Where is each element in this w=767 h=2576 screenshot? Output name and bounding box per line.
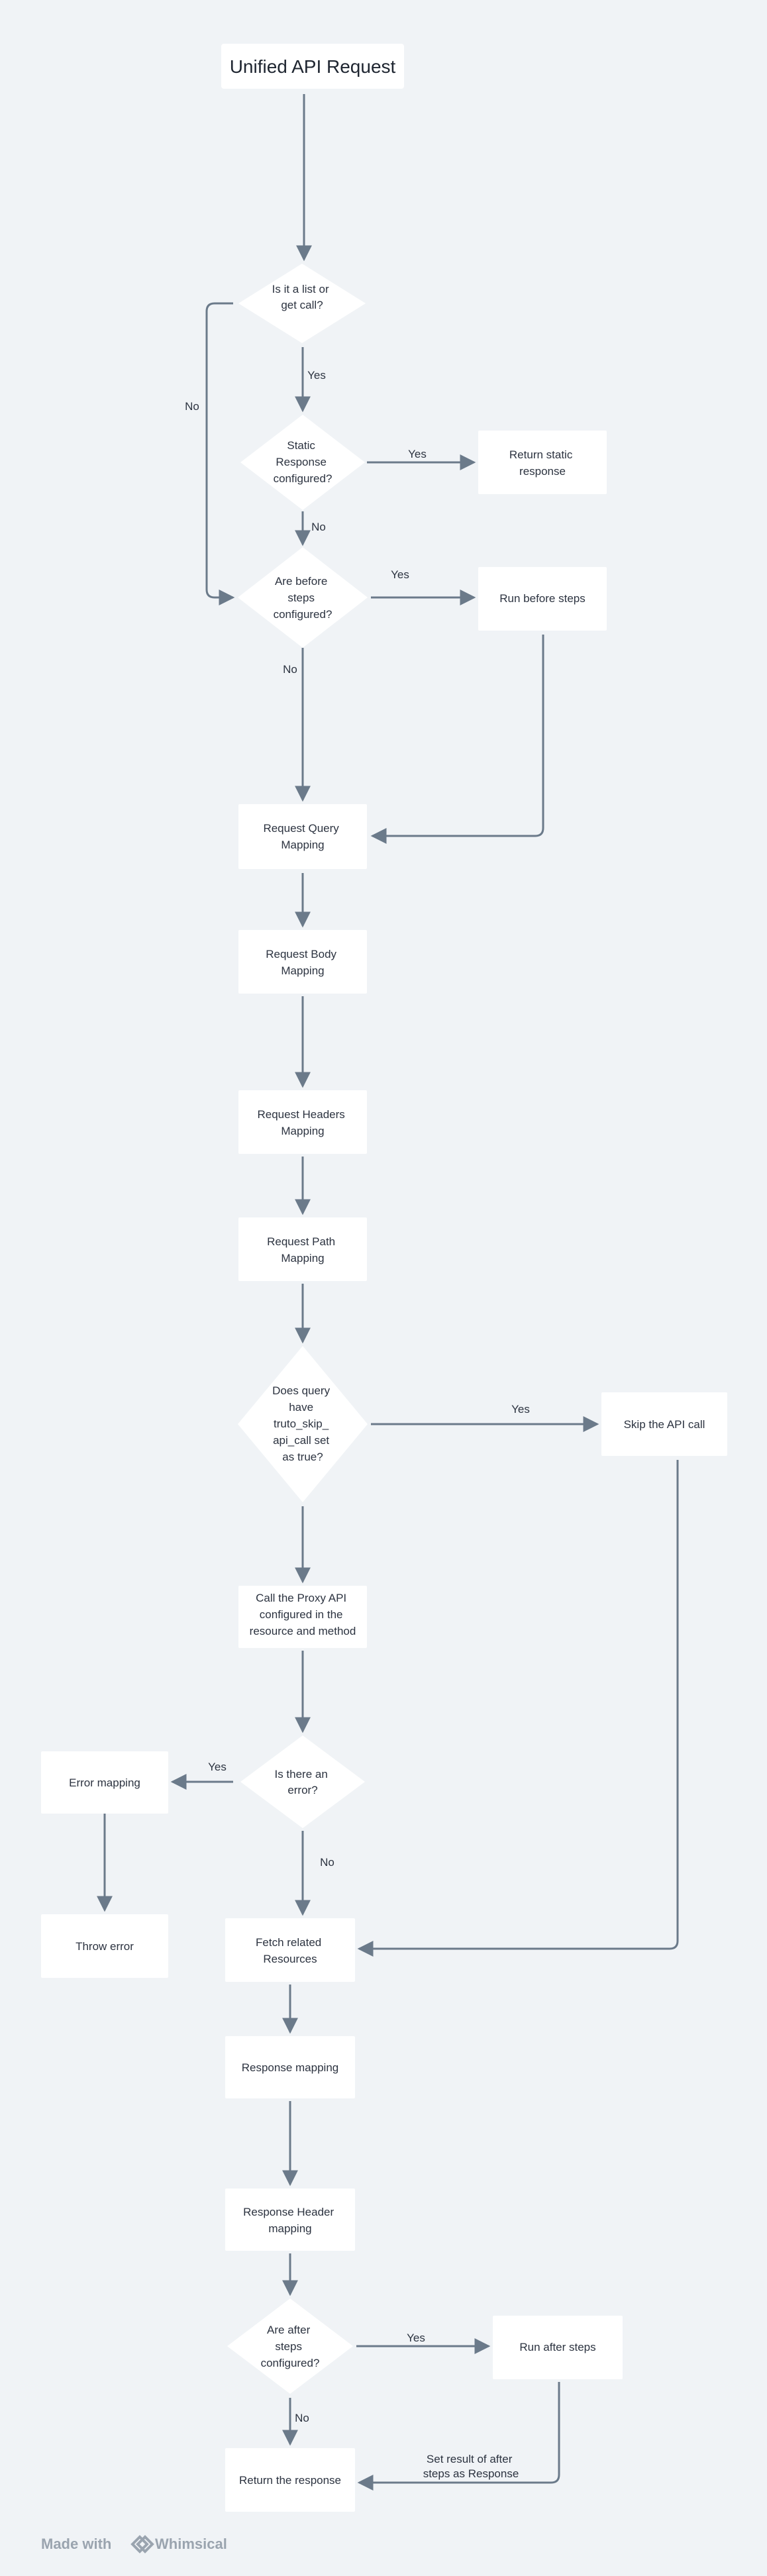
node-label: Does query have truto_skip_ api_call set…	[272, 1384, 333, 1463]
node-shape	[238, 930, 367, 994]
node-throw-error[interactable]: Throw error	[41, 1914, 168, 1978]
node-decision-before-steps[interactable]: Are before steps configured?	[238, 547, 368, 648]
node-decision-error[interactable]: Is there an error?	[240, 1735, 365, 1828]
node-label: Are before steps configured?	[274, 575, 332, 621]
node-return-response[interactable]: Return the response	[225, 2448, 355, 2512]
node-label: Fetch related Resources	[256, 1936, 325, 1965]
node-shape	[225, 2448, 355, 2512]
edge-label-yes-after: Yes	[407, 2332, 425, 2344]
node-shape	[493, 2316, 623, 2379]
node-shape	[238, 1217, 367, 1281]
node-call-proxy-api[interactable]: Call the Proxy API configured in the res…	[238, 1586, 367, 1648]
node-response-header-mapping[interactable]: Response Header mapping	[225, 2189, 355, 2251]
edge-label-no-error: No	[320, 1856, 334, 1869]
node-shape	[238, 1090, 367, 1154]
node-request-headers-mapping[interactable]: Request Headers Mapping	[238, 1090, 367, 1154]
node-label: Request Path Mapping	[267, 1235, 338, 1264]
node-shape	[225, 1918, 355, 1982]
node-error-mapping[interactable]: Error mapping	[41, 1751, 168, 1814]
edge-skip-api-to-fetch	[357, 1460, 679, 1957]
edge-run-before-to-query	[370, 635, 544, 844]
node-label: Is there an error?	[274, 1768, 331, 1796]
node-label: Error mapping	[69, 1777, 140, 1789]
edges	[97, 94, 679, 2491]
edge-label-yes-skip: Yes	[511, 1403, 530, 1416]
node-shape	[478, 567, 607, 631]
node-shape	[478, 431, 607, 494]
node-label: Response mapping	[242, 2061, 338, 2074]
node-shape	[41, 1751, 168, 1814]
node-label: Skip the API call	[624, 1418, 705, 1431]
edge-label-no-after: No	[295, 2412, 309, 2424]
node-shape	[41, 1914, 168, 1978]
node-label: Return the response	[239, 2474, 341, 2487]
node-label: Throw error	[76, 1940, 134, 1953]
node-label: Are after steps configured?	[261, 2324, 320, 2369]
node-shape	[240, 415, 365, 510]
edge-label-yes-before: Yes	[391, 568, 409, 581]
node-label: Is it a list or get call?	[272, 283, 332, 311]
node-label: Request Body Mapping	[266, 948, 340, 977]
made-with-text: Made with	[41, 2536, 111, 2552]
node-shape	[238, 1346, 368, 1502]
node-response-mapping[interactable]: Response mapping	[225, 2036, 355, 2098]
node-return-static[interactable]: Return static response	[478, 431, 607, 494]
node-shape	[240, 1735, 365, 1828]
node-label: Run before steps	[499, 592, 585, 605]
node-request-query-mapping[interactable]: Request Query Mapping	[238, 804, 367, 869]
node-skip-api-call[interactable]: Skip the API call	[601, 1392, 727, 1456]
edge-label-set-result: Set result of after steps as Response	[423, 2453, 519, 2480]
node-start[interactable]: Unified API Request	[221, 44, 404, 89]
edge-label-no-list: No	[185, 400, 199, 413]
edge-label-yes-static: Yes	[408, 448, 427, 460]
node-label: Unified API Request	[230, 56, 396, 77]
edge-run-after-to-return	[357, 2382, 560, 2491]
node-label: Request Headers Mapping	[257, 1108, 348, 1137]
whimsical-logo-icon	[130, 2535, 154, 2553]
node-shape	[238, 1586, 367, 1648]
node-shape	[238, 804, 367, 869]
edge-label-no-before: No	[283, 663, 297, 676]
node-shape	[238, 547, 368, 648]
node-run-after-steps[interactable]: Run after steps	[493, 2316, 623, 2379]
node-shape	[238, 264, 366, 343]
edge-label-yes-list: Yes	[307, 369, 326, 382]
node-run-before-steps[interactable]: Run before steps	[478, 567, 607, 631]
node-shape	[225, 2189, 355, 2251]
node-shape	[225, 2036, 355, 2098]
footer-made-with-whimsical[interactable]: Made with Whimsical	[41, 2535, 227, 2553]
node-decision-skip-api-call[interactable]: Does query have truto_skip_ api_call set…	[238, 1346, 368, 1502]
nodes: Unified API Request Is it a list or get …	[41, 44, 727, 2512]
node-label: Response Header mapping	[243, 2206, 337, 2235]
node-fetch-related-resources[interactable]: Fetch related Resources	[225, 1918, 355, 1982]
node-shape	[221, 44, 404, 89]
edge-label-no-static: No	[311, 521, 326, 533]
node-label: Return static response	[509, 448, 576, 478]
node-shape	[601, 1392, 727, 1456]
node-request-path-mapping[interactable]: Request Path Mapping	[238, 1217, 367, 1281]
node-decision-list-get[interactable]: Is it a list or get call?	[238, 264, 366, 343]
node-label: Call the Proxy API configured in the res…	[250, 1592, 356, 1637]
node-request-body-mapping[interactable]: Request Body Mapping	[238, 930, 367, 994]
node-decision-static[interactable]: Static Response configured?	[240, 415, 365, 510]
node-label: Run after steps	[519, 2341, 595, 2353]
edge-labels: No Yes Yes No Yes No Yes Yes No Yes No S…	[185, 369, 530, 2480]
edge-label-yes-error: Yes	[208, 1761, 227, 1773]
node-decision-after-steps[interactable]: Are after steps configured?	[227, 2298, 353, 2394]
node-label: Static Response configured?	[274, 439, 332, 485]
whimsical-brand-text: Whimsical	[155, 2536, 227, 2552]
edge-list-get-no-to-before	[205, 302, 235, 605]
node-shape	[227, 2298, 353, 2394]
node-label: Request Query Mapping	[263, 822, 342, 851]
